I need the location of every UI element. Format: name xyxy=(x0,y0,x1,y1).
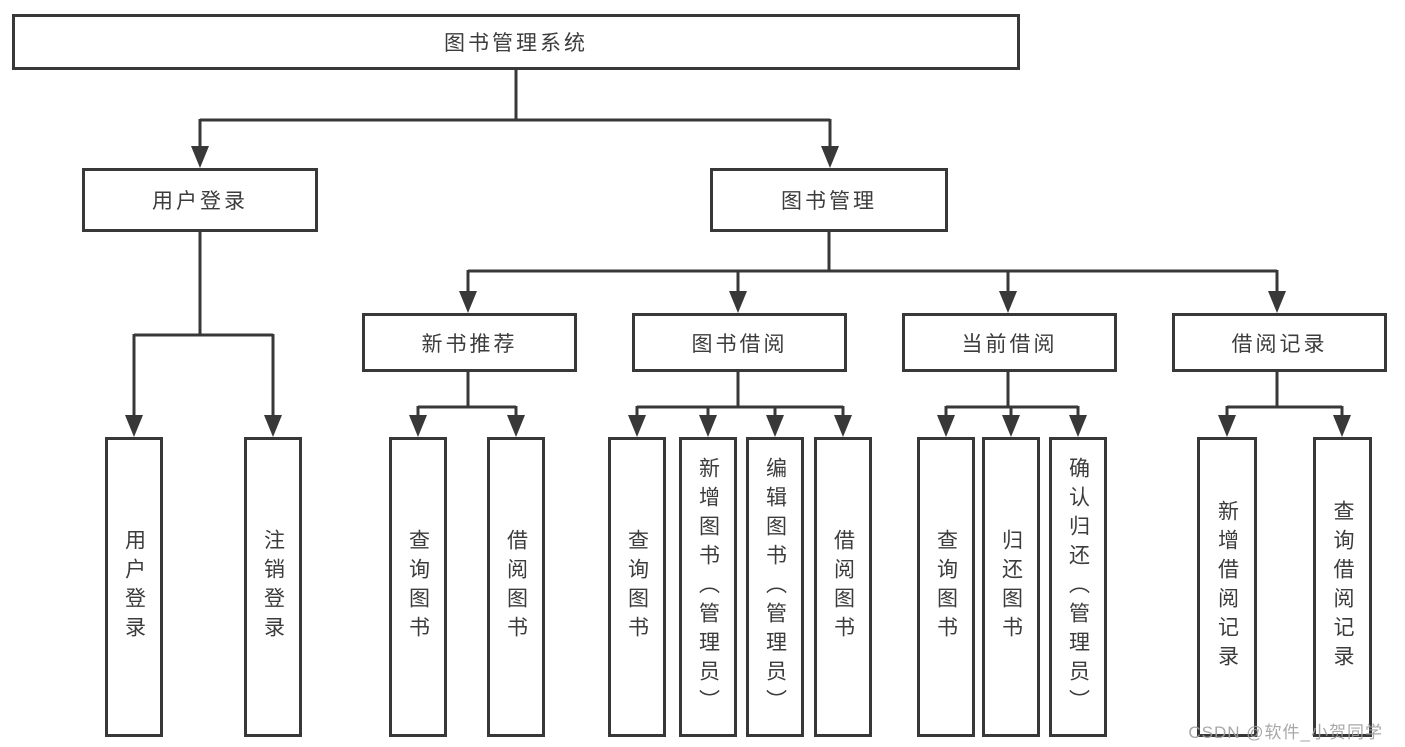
arrowheads-new-book-subtree xyxy=(409,415,525,437)
node-user-login-branch: 用户登录 xyxy=(82,168,318,232)
leaf-query-books-2: 查询图书 xyxy=(608,437,666,737)
connector-user-login-subtree xyxy=(132,232,275,419)
connector-borrow-record-subtree xyxy=(1225,372,1344,419)
leaf-confirm-return-admin: 确认归还（管理员） xyxy=(1049,437,1107,737)
leaf-add-books-admin: 新增图书（管理员） xyxy=(679,437,737,737)
node-current-borrow: 当前借阅 xyxy=(902,313,1117,372)
node-new-book-recommend: 新书推荐 xyxy=(362,313,577,372)
connector-new-book-subtree xyxy=(416,372,518,419)
node-book-borrow: 图书借阅 xyxy=(632,313,847,372)
leaf-edit-books-admin: 编辑图书（管理员） xyxy=(746,437,804,737)
leaf-return-books: 归还图书 xyxy=(982,437,1040,737)
connector-current-borrow-subtree xyxy=(944,372,1080,419)
leaf-borrow-books-2: 借阅图书 xyxy=(814,437,872,737)
arrowheads-borrow-record-subtree xyxy=(1218,415,1351,437)
watermark: CSDN @软件_小贺同学 xyxy=(1188,723,1383,742)
leaf-query-books-1: 查询图书 xyxy=(389,437,447,737)
arrowheads-book-borrow-subtree xyxy=(628,415,852,437)
connector-book-borrow-subtree xyxy=(635,372,845,419)
connector-root-to-level2 xyxy=(198,70,832,150)
arrowheads-user-login-subtree xyxy=(125,415,282,437)
node-borrow-record: 借阅记录 xyxy=(1172,313,1387,372)
leaf-borrow-books-1: 借阅图书 xyxy=(487,437,545,737)
leaf-query-books-3: 查询图书 xyxy=(917,437,975,737)
arrowheads-current-borrow-subtree xyxy=(937,415,1087,437)
leaf-logout: 注销登录 xyxy=(244,437,302,737)
arrowheads-level2 xyxy=(191,146,839,168)
arrowheads-modules xyxy=(459,291,1286,313)
leaf-user-login: 用户登录 xyxy=(105,437,163,737)
node-book-management-branch: 图书管理 xyxy=(710,168,948,232)
leaf-add-borrow-record: 新增借阅记录 xyxy=(1197,437,1257,737)
connector-book-mgmt-to-modules xyxy=(466,232,1279,295)
leaf-query-borrow-record: 查询借阅记录 xyxy=(1313,437,1372,737)
node-root-library-system: 图书管理系统 xyxy=(12,14,1020,70)
